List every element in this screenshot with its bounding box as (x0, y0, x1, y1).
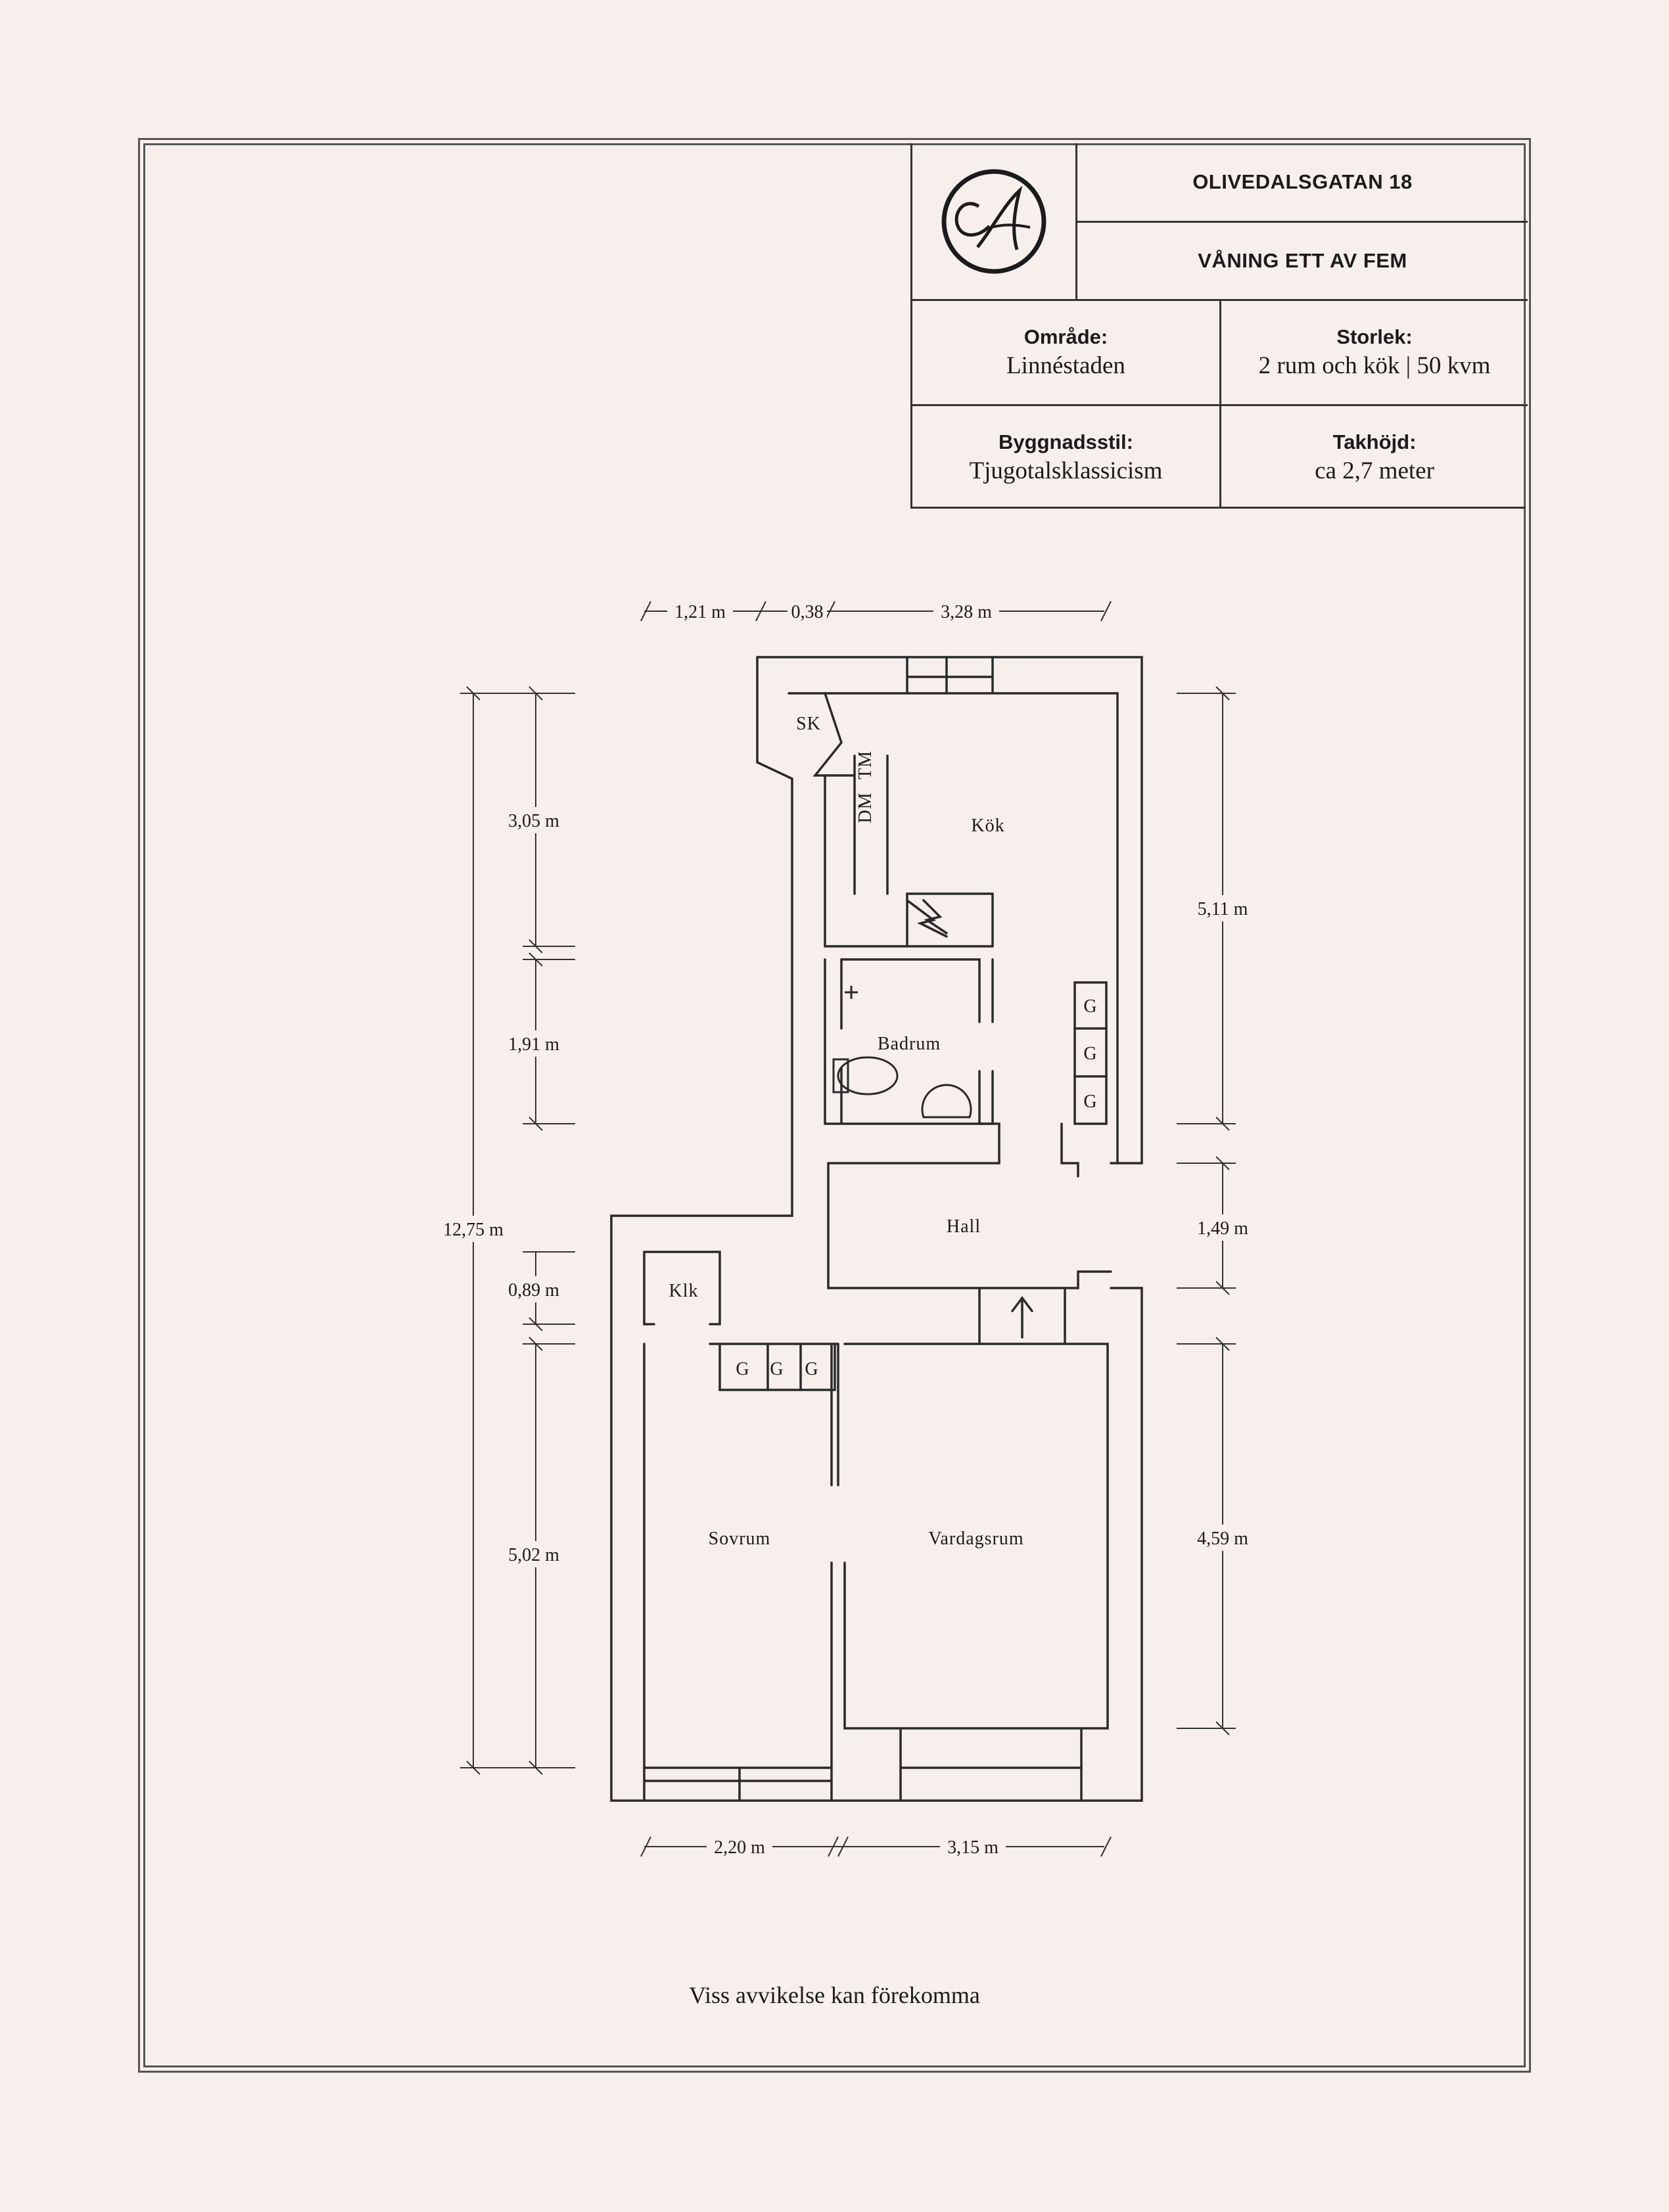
dim-right-1: 5,11 m (1198, 899, 1248, 919)
style-value: Tjugotalsklassicism (969, 457, 1163, 484)
dim-top-2: 0,38 (791, 602, 824, 622)
toilet-tank-icon (832, 1058, 849, 1094)
label-g-4: G (736, 1359, 749, 1379)
bath-fixtures (832, 986, 972, 1118)
height-value: ca 2,7 meter (1315, 457, 1434, 484)
room-kitchen: Kök (971, 816, 1004, 836)
floor-title: VÅNING ETT AV FEM (1198, 249, 1407, 272)
room-living: Vardagsrum (928, 1529, 1023, 1549)
dimension-lines (460, 601, 1236, 1857)
size-label: Storlek: (1336, 325, 1413, 348)
dim-left-1: 3,05 m (508, 811, 559, 831)
size-cell: Storlek: 2 rum och kök | 50 kvm (1221, 301, 1528, 404)
toilet-icon (837, 1056, 899, 1095)
room-hall: Hall (947, 1216, 981, 1237)
dim-left-4: 5,02 m (508, 1545, 559, 1565)
style-cell: Byggnadsstil: Tjugotalsklassicism (912, 406, 1219, 509)
height-label: Takhöjd: (1332, 430, 1417, 453)
dim-left-total: 12,75 m (443, 1220, 504, 1240)
dim-bottom-1: 2,20 m (714, 1837, 765, 1858)
label-g-3: G (1083, 1092, 1097, 1112)
height-cell: Takhöjd: ca 2,7 meter (1221, 406, 1528, 509)
area-value: Linnéstaden (1006, 352, 1125, 379)
label-dm: DM (855, 792, 876, 823)
room-closet: Klk (669, 1281, 699, 1301)
label-g-5: G (770, 1359, 784, 1379)
monogram-logo-icon (941, 169, 1046, 273)
disclaimer: Viss avvikelse kan förekomma (689, 1982, 980, 2008)
dim-top-3: 3,28 m (941, 602, 992, 622)
dim-right-2: 1,49 m (1197, 1218, 1248, 1239)
label-sk: SK (796, 714, 821, 734)
address-title: OLIVEDALSGATAN 18 (1192, 170, 1413, 193)
title-block: OLIVEDALSGATAN 18 VÅNING ETT AV FEM Områ… (910, 143, 1528, 509)
logo (912, 143, 1075, 299)
room-bathroom: Badrum (878, 1034, 941, 1054)
size-value: 2 rum och kök | 50 kvm (1258, 352, 1491, 379)
inner-frame (143, 143, 1526, 2067)
walls (610, 656, 1143, 1802)
outer-frame (138, 138, 1531, 2073)
label-g-2: G (1083, 1044, 1097, 1064)
dim-left-2: 1,91 m (508, 1034, 559, 1055)
area-cell: Område: Linnéstaden (912, 301, 1219, 404)
label-g-1: G (1083, 996, 1097, 1017)
tap-icon (845, 986, 858, 999)
label-g-6: G (805, 1359, 818, 1379)
label-tm: TM (855, 750, 876, 779)
dim-right-3: 4,59 m (1197, 1529, 1248, 1549)
area-label: Område: (1023, 325, 1108, 348)
room-bedroom: Sovrum (709, 1529, 771, 1549)
dim-left-3: 0,89 m (508, 1280, 559, 1301)
sink-icon (921, 1084, 972, 1118)
dim-top-1: 1,21 m (674, 602, 726, 622)
style-label: Byggnadsstil: (999, 430, 1133, 453)
dim-bottom-2: 3,15 m (947, 1837, 999, 1858)
